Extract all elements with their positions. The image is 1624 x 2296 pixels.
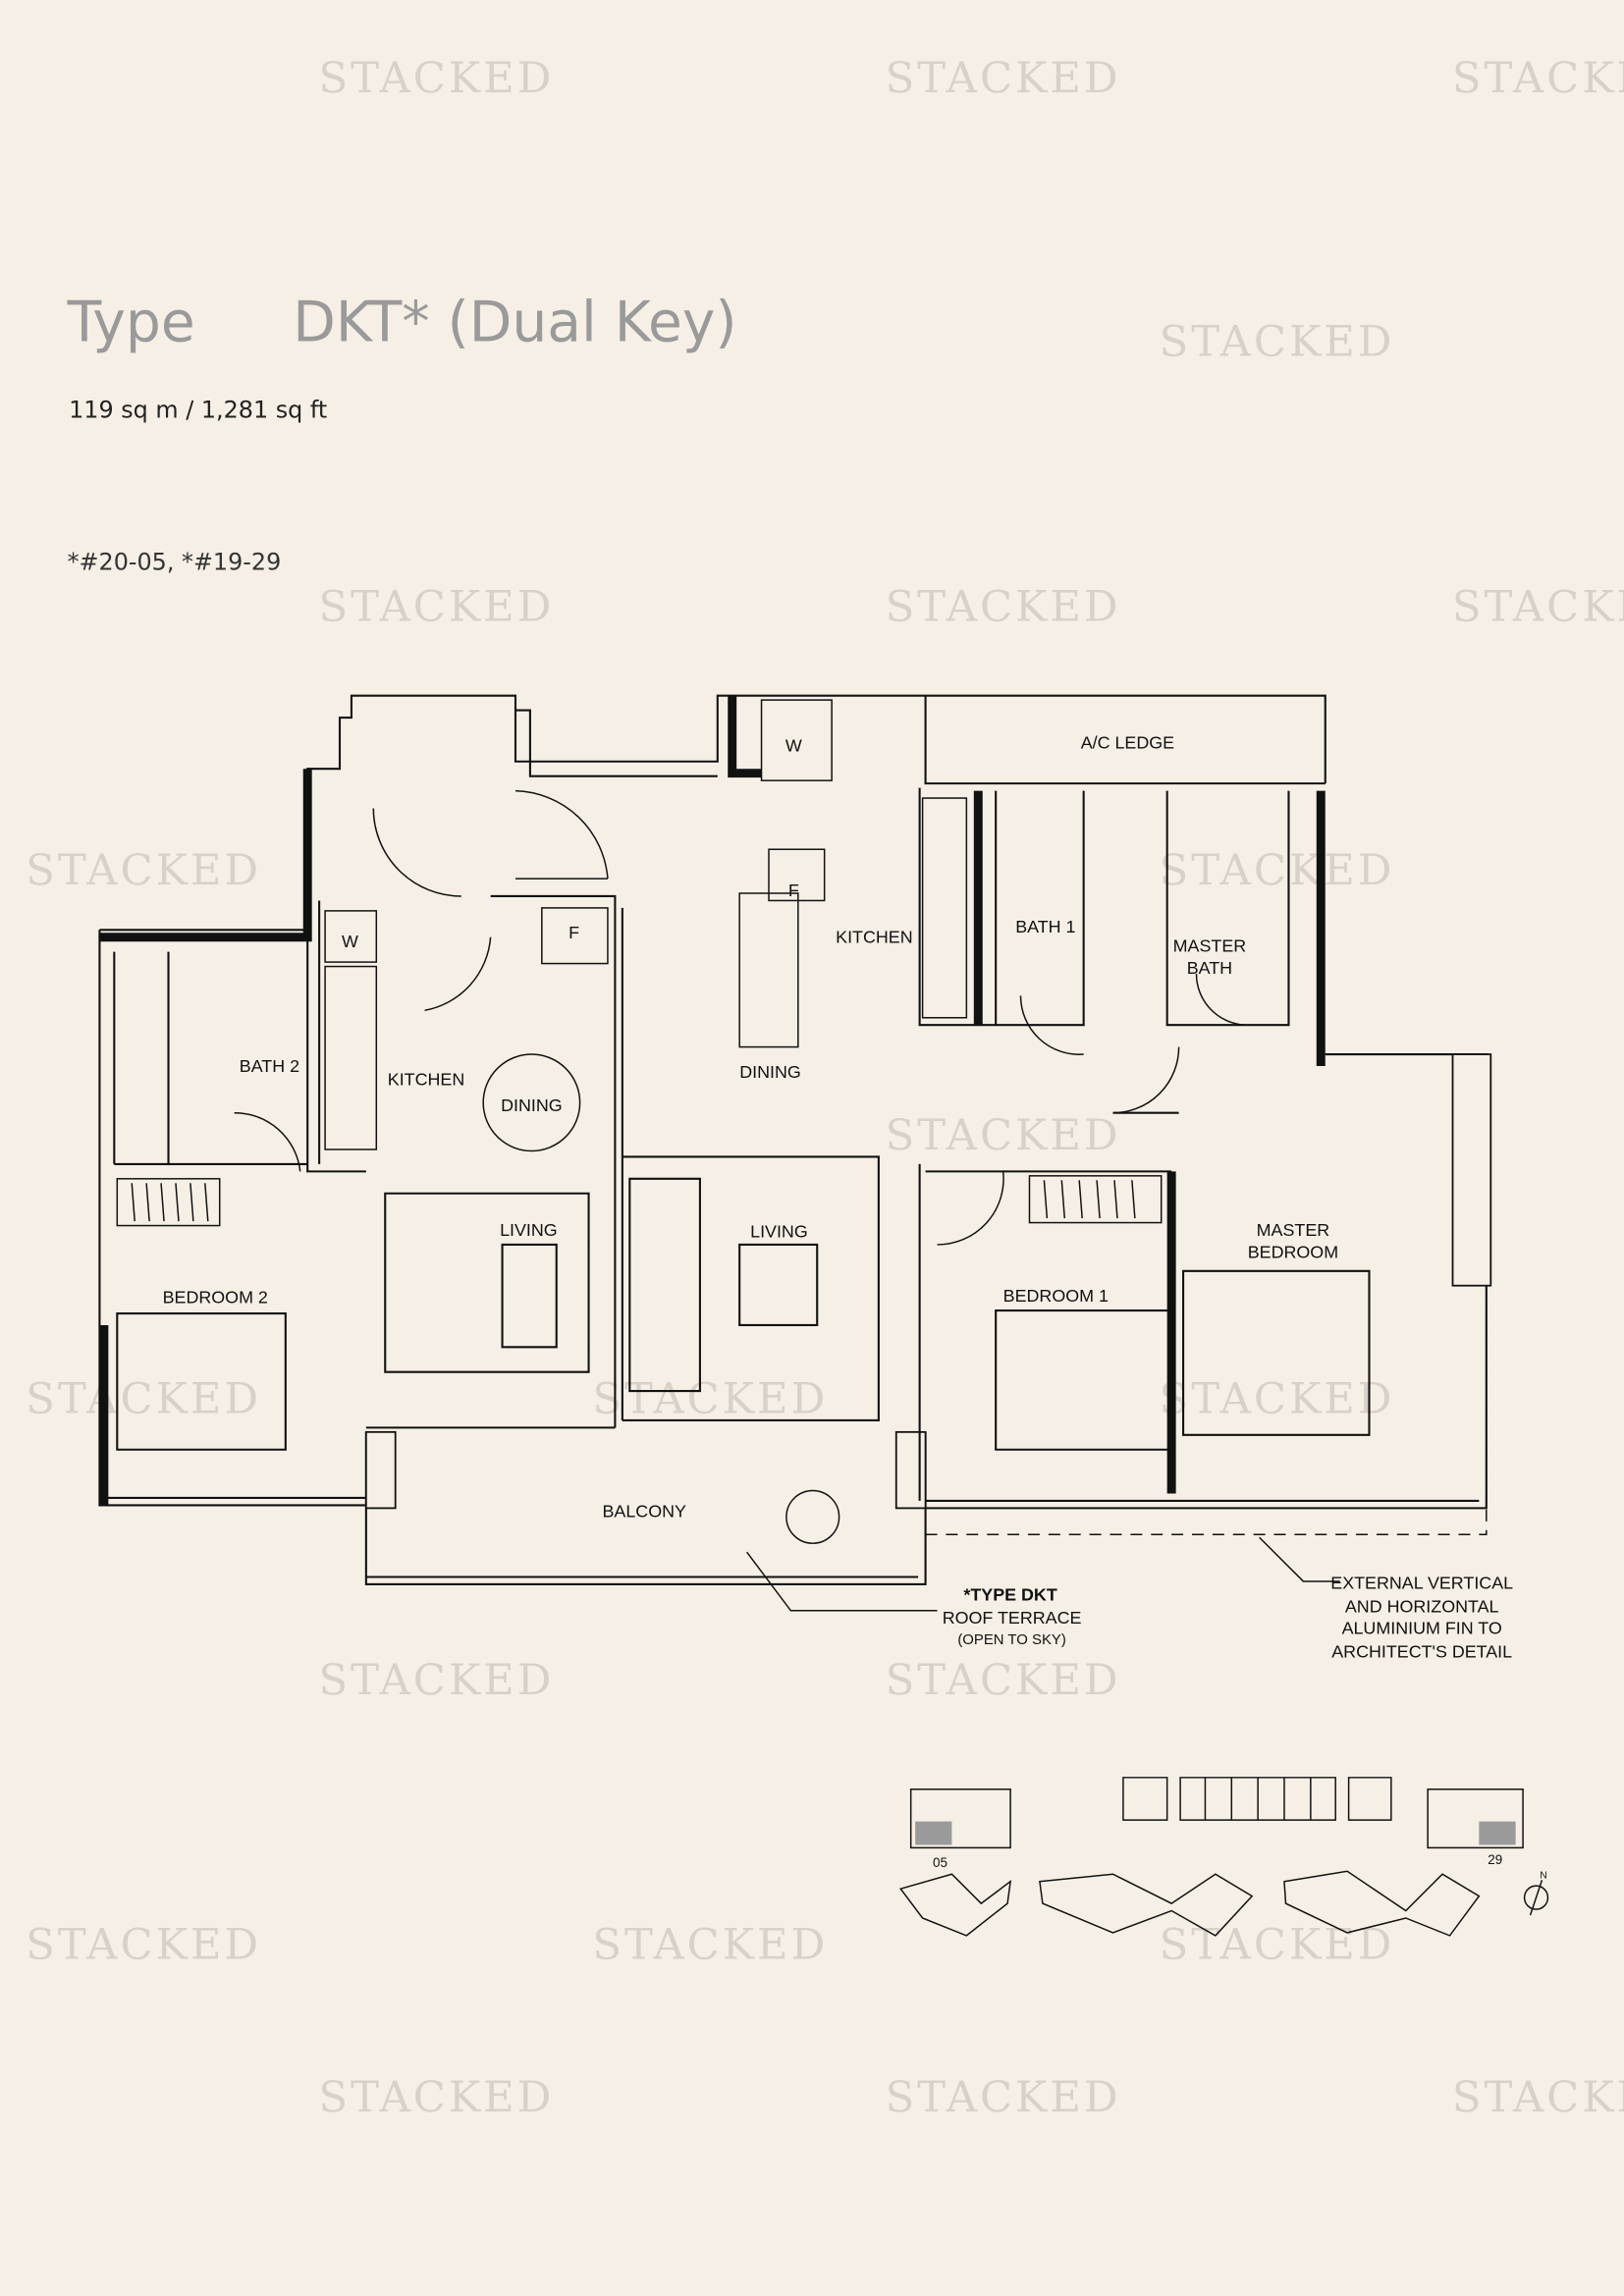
unit-numbers: *#20-05, *#19-29 xyxy=(68,548,282,575)
label-master-bedroom-1: MASTER xyxy=(1257,1220,1330,1240)
type-label: Type xyxy=(67,291,195,355)
watermark: STACKED xyxy=(592,1374,828,1423)
key-plan-highlight-29 xyxy=(1479,1821,1516,1845)
watermark: STACKED xyxy=(1160,846,1395,895)
watermark: STACKED xyxy=(592,1921,828,1970)
floor-plan xyxy=(98,694,1492,1612)
type-name: DKT* (Dual Key) xyxy=(293,291,736,355)
label-washer-left: W xyxy=(342,932,358,951)
fin-note-4: ARCHITECT'S DETAIL xyxy=(1331,1642,1512,1662)
watermark: STACKED xyxy=(26,846,261,895)
label-bedroom2: BEDROOM 2 xyxy=(163,1288,268,1308)
watermark: STACKED xyxy=(886,2073,1121,2122)
label-living-left: LIVING xyxy=(500,1220,558,1240)
label-kitchen-left: KITCHEN xyxy=(388,1069,464,1089)
label-balcony: BALCONY xyxy=(603,1501,687,1521)
label-dining-right: DINING xyxy=(739,1062,801,1082)
label-fridge-right: F xyxy=(788,881,799,900)
watermark: STACKED xyxy=(319,583,555,632)
watermark: STACKED xyxy=(1452,583,1624,632)
north-arrow-icon: N xyxy=(1523,1871,1549,1916)
label-living-right: LIVING xyxy=(750,1221,808,1241)
watermark: STACKED xyxy=(319,54,555,103)
watermark: STACKED xyxy=(1160,1921,1395,1970)
key-plan: 05 29 N xyxy=(898,1777,1549,1937)
watermark: STACKED xyxy=(1160,318,1395,367)
watermark: STACKED xyxy=(319,1656,555,1705)
watermark: STACKED xyxy=(886,583,1121,632)
watermark: STACKED xyxy=(26,1921,261,1970)
fin-note-2: AND HORIZONTAL xyxy=(1345,1596,1499,1616)
watermarks: STACKED STACKED STACKED STACKED STACKED STACK… xyxy=(26,54,1624,2122)
key-plan-highlight-05 xyxy=(915,1821,952,1845)
watermark: STACKED xyxy=(26,1374,261,1423)
fin-note-1: EXTERNAL VERTICAL xyxy=(1330,1573,1513,1592)
label-ac-ledge: A/C LEDGE xyxy=(1081,732,1174,752)
terrace-note-2: ROOF TERRACE xyxy=(943,1608,1082,1628)
label-dining-left: DINING xyxy=(501,1095,563,1115)
label-fridge-left: F xyxy=(568,923,579,942)
label-kitchen-right: KITCHEN xyxy=(836,928,912,947)
room-labels: A/C LEDGE KITCHEN DINING BATH 1 MASTER B… xyxy=(163,732,1339,1521)
fin-note-3: ALUMINIUM FIN TO xyxy=(1342,1619,1502,1638)
label-bath1: BATH 1 xyxy=(1015,917,1075,936)
label-washer-right: W xyxy=(785,735,802,755)
terrace-note-1: *TYPE DKT xyxy=(963,1584,1056,1604)
label-master-bath-1: MASTER xyxy=(1173,936,1247,956)
key-plan-unit-05: 05 xyxy=(933,1855,947,1870)
label-master-bedroom-2: BEDROOM xyxy=(1248,1242,1338,1261)
watermark: STACKED xyxy=(886,1656,1121,1705)
watermark: STACKED xyxy=(886,54,1121,103)
watermark: STACKED xyxy=(1452,54,1624,103)
unit-area: 119 sq m / 1,281 sq ft xyxy=(69,396,327,423)
svg-text:N: N xyxy=(1540,1871,1547,1882)
terrace-note-3: (OPEN TO SKY) xyxy=(957,1632,1065,1648)
notes: *TYPE DKT ROOF TERRACE (OPEN TO SKY) EXT… xyxy=(943,1573,1513,1661)
label-bedroom1: BEDROOM 1 xyxy=(1003,1286,1109,1306)
key-plan-unit-29: 29 xyxy=(1488,1852,1502,1867)
watermark: STACKED xyxy=(886,1111,1121,1160)
label-bath2: BATH 2 xyxy=(240,1056,299,1076)
label-master-bath-2: BATH xyxy=(1187,958,1232,978)
watermark: STACKED xyxy=(319,2073,555,2122)
watermark: STACKED xyxy=(1160,1374,1395,1423)
watermark: STACKED xyxy=(1452,2073,1624,2122)
